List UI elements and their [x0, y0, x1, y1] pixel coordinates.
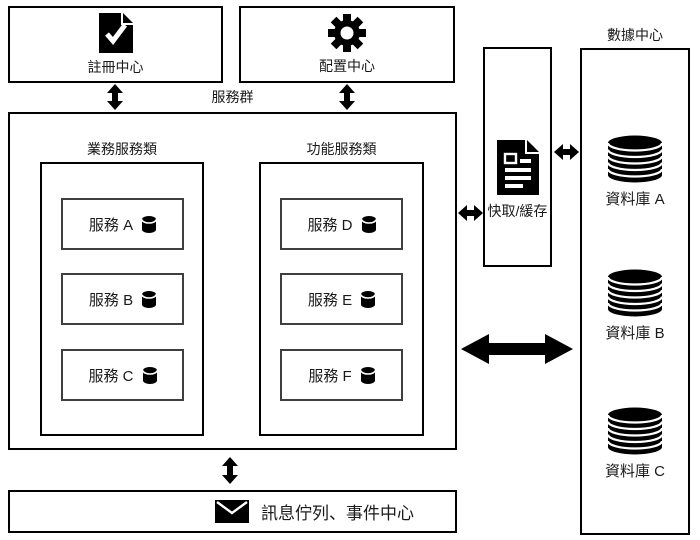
database-a-label: 資料庫 A [605, 191, 665, 208]
service-b-label: 服務 B [88, 291, 134, 309]
service-b-box: 服務 B [61, 273, 184, 325]
registry-center-box: 註冊中心 [8, 6, 223, 83]
gear-icon [328, 13, 366, 52]
double-arrow-icon [554, 144, 579, 160]
service-a-label: 服務 A [88, 216, 134, 234]
double-arrow-icon [339, 84, 355, 110]
service-d-box: 服務 D [280, 198, 403, 250]
double-arrow-icon [458, 205, 483, 221]
database-cylinder-icon [142, 366, 157, 384]
service-e-label: 服務 E [307, 291, 353, 309]
config-center-box: 配置中心 [239, 6, 455, 83]
config-center-label: 配置中心 [319, 57, 375, 74]
document-check-icon [98, 12, 133, 53]
double-arrow-icon [107, 84, 123, 110]
data-center-box: 資料庫 A 資料庫 B [580, 48, 690, 535]
database-cylinder-icon [607, 407, 663, 455]
database-cylinder-icon [142, 290, 157, 308]
service-c-label: 服務 C [88, 367, 134, 385]
functional-services-label: 功能服務類 [306, 141, 377, 157]
message-queue-label: 訊息佇列、事件中心 [261, 504, 414, 523]
registry-center-label: 註冊中心 [87, 58, 144, 75]
service-a-box: 服務 A [61, 198, 184, 250]
database-c-label: 資料庫 C [604, 463, 665, 480]
database-cylinder-icon [361, 290, 376, 308]
service-d-label: 服務 D [307, 216, 353, 234]
service-cluster-label: 服務群 [211, 89, 254, 105]
database-cylinder-icon [360, 366, 375, 384]
data-center-label: 數據中心 [607, 27, 663, 43]
database-cylinder-icon [361, 215, 376, 233]
envelope-icon [215, 500, 249, 523]
service-f-box: 服務 F [280, 349, 403, 401]
database-b: 資料庫 B [582, 269, 688, 343]
database-cylinder-icon [607, 135, 663, 183]
business-services-label: 業務服務類 [87, 141, 157, 157]
document-lines-icon [496, 140, 539, 195]
service-f-label: 服務 F [308, 367, 352, 385]
service-e-box: 服務 E [280, 273, 403, 325]
message-queue-box: 訊息佇列、事件中心 [8, 490, 457, 533]
double-arrow-icon [222, 457, 238, 484]
cache-box: 快取/緩存 [483, 47, 552, 267]
database-c: 資料庫 C [582, 407, 688, 481]
database-a: 資料庫 A [582, 135, 688, 209]
database-b-label: 資料庫 B [605, 325, 665, 342]
cache-label: 快取/緩存 [487, 203, 548, 219]
double-arrow-icon [461, 332, 573, 366]
database-cylinder-icon [607, 269, 663, 317]
service-c-box: 服務 C [61, 349, 184, 401]
database-cylinder-icon [142, 215, 157, 233]
